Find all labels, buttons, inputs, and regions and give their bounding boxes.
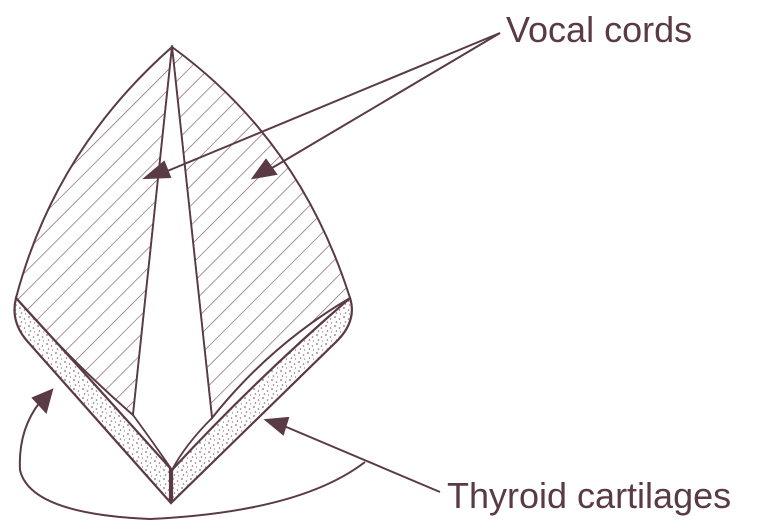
thyroid-leader-line: [266, 418, 440, 492]
vocal-cords-label: Vocal cords: [506, 12, 692, 48]
thyroid-cartilages-label: Thyroid cartilages: [447, 478, 731, 514]
